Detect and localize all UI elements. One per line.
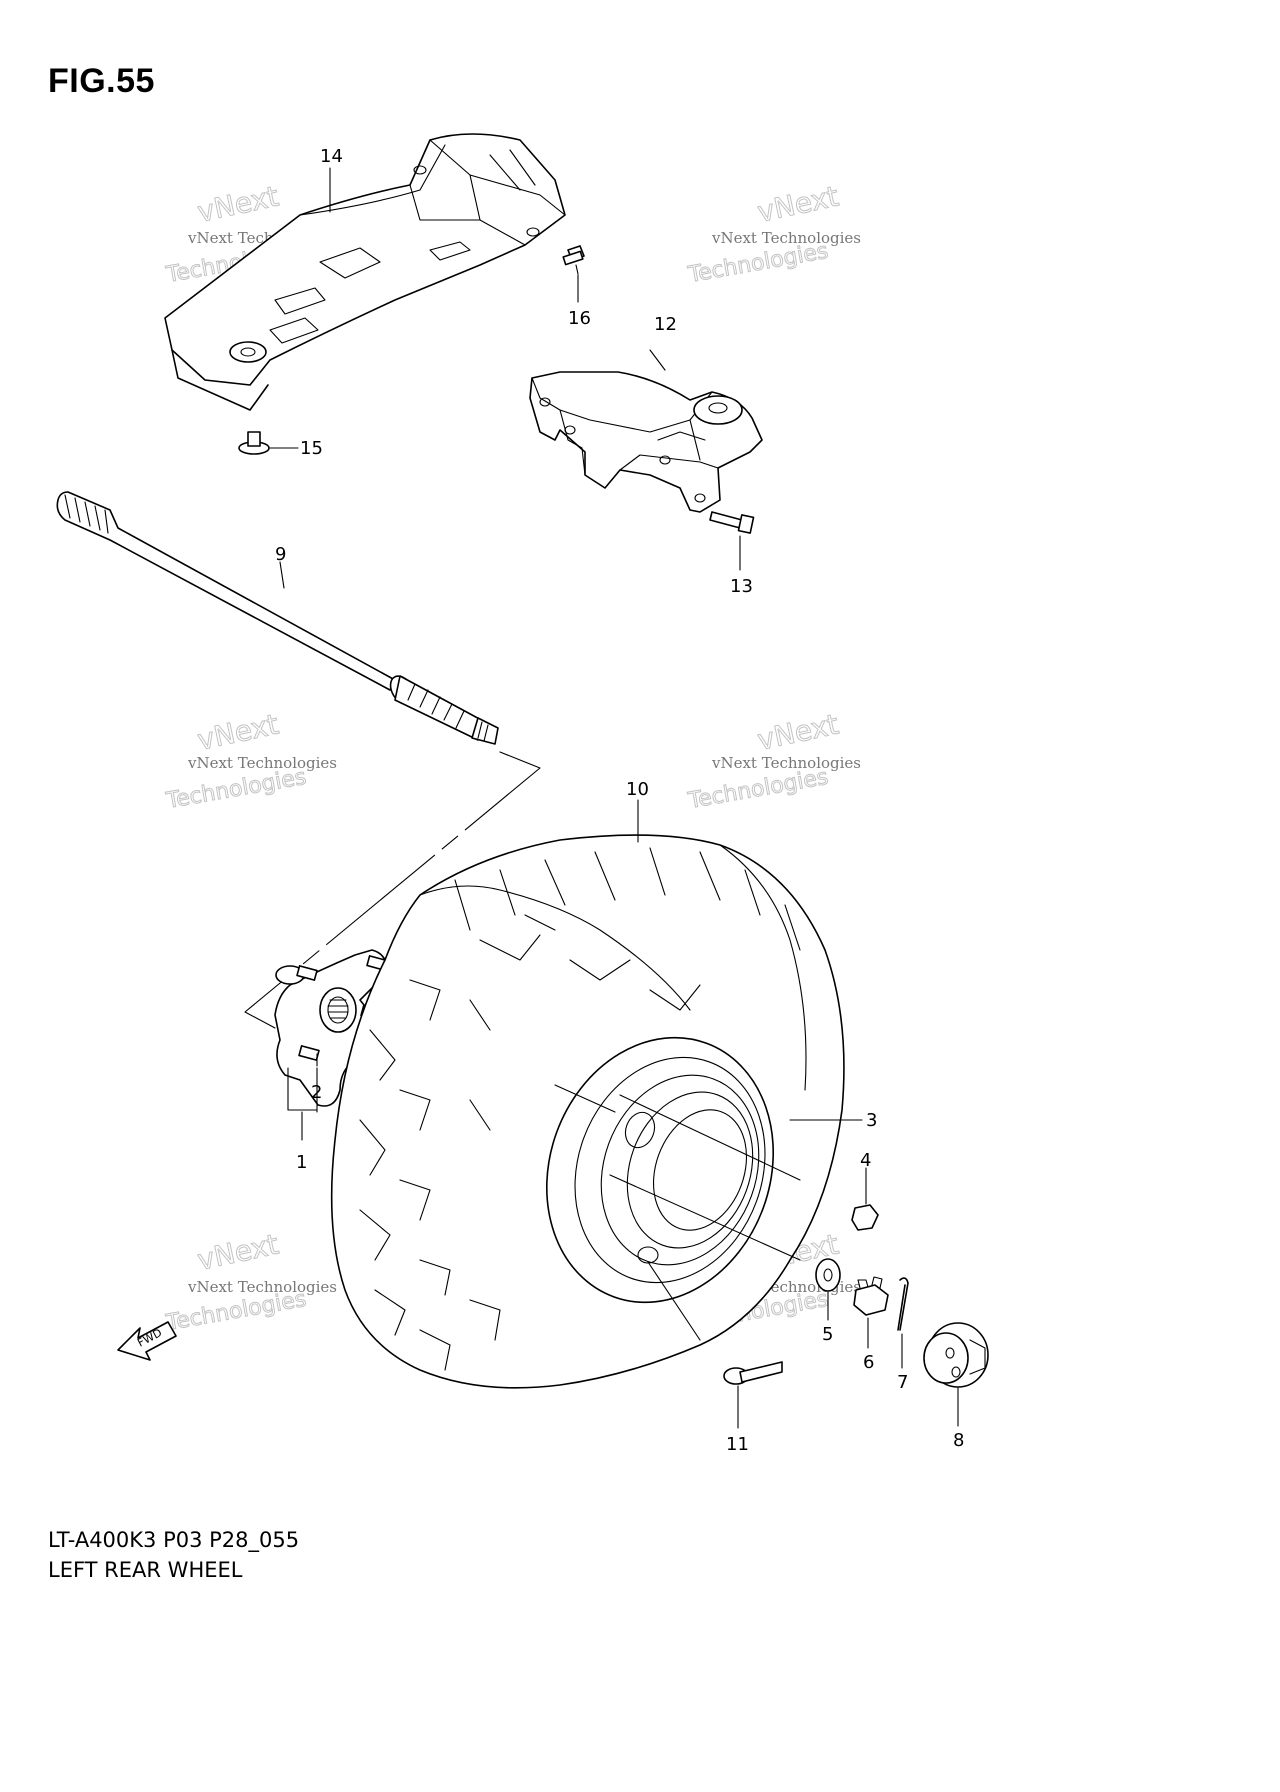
drawing-name: LEFT REAR WHEEL xyxy=(48,1558,243,1582)
assembly-dashed-line xyxy=(244,751,541,1029)
part-8-hub-cap xyxy=(923,1322,989,1427)
part-6-castle-nut xyxy=(853,1276,889,1349)
watermark-small: vNext Technologies xyxy=(711,229,861,247)
part-4-nut xyxy=(851,1167,879,1231)
drawing-code: LT-A400K3 P03 P28_055 xyxy=(48,1528,300,1552)
watermark-large: vNext xyxy=(755,708,842,757)
callout-14: 14 xyxy=(320,146,343,167)
part-9-axle-shaft xyxy=(56,491,499,745)
callout-1: 1 xyxy=(296,1152,307,1173)
watermark-large: vNext xyxy=(195,1228,282,1277)
callout-line-1 xyxy=(287,1067,318,1111)
watermark-mid-left: vNext vNext Technologies Technologies xyxy=(163,707,337,815)
part-15-bolt xyxy=(238,431,299,455)
watermark-small: vNext Technologies xyxy=(187,1278,337,1296)
part-14-guard-plate xyxy=(164,133,566,411)
watermark-outline: Technologies xyxy=(686,765,831,814)
callout-8: 8 xyxy=(953,1430,964,1451)
callout-2: 2 xyxy=(311,1082,322,1103)
callout-16: 16 xyxy=(568,308,591,329)
part-5-washer xyxy=(815,1258,841,1321)
watermark-small: vNext Technologies xyxy=(711,754,861,772)
watermark-outline: Technologies xyxy=(164,765,309,814)
part-10-tire xyxy=(330,834,845,1389)
part-1-hub xyxy=(274,949,421,1107)
watermark-top-right: vNext vNext Technologies Technologies xyxy=(685,179,861,289)
watermark-bottom-left: vNext vNext Technologies Technologies xyxy=(163,1227,337,1337)
watermark-mid-right: vNext vNext Technologies Technologies xyxy=(685,707,861,815)
forward-arrow-icon: FWD xyxy=(117,1321,177,1361)
part-13-bolt xyxy=(709,511,755,571)
callout-15: 15 xyxy=(300,438,323,459)
callout-12: 12 xyxy=(654,314,677,335)
callout-4: 4 xyxy=(860,1150,871,1171)
callout-6: 6 xyxy=(863,1352,874,1373)
part-16-bolt xyxy=(562,245,585,303)
part-12-bracket xyxy=(529,349,763,513)
watermark-large: vNext xyxy=(755,180,842,229)
watermark-small: vNext Technologies xyxy=(187,754,337,772)
callout-10: 10 xyxy=(626,779,649,800)
callout-5: 5 xyxy=(822,1324,833,1345)
callout-9: 9 xyxy=(275,544,286,565)
callout-11: 11 xyxy=(726,1434,749,1455)
callout-3: 3 xyxy=(866,1110,877,1131)
callout-13: 13 xyxy=(730,576,753,597)
watermark-large: vNext xyxy=(195,708,282,757)
watermark-large: vNext xyxy=(195,180,282,229)
part-11-valve xyxy=(723,1361,783,1429)
figure-title: FIG.55 xyxy=(48,62,155,100)
callout-7: 7 xyxy=(897,1372,908,1393)
part-7-cotter-pin xyxy=(897,1277,909,1369)
